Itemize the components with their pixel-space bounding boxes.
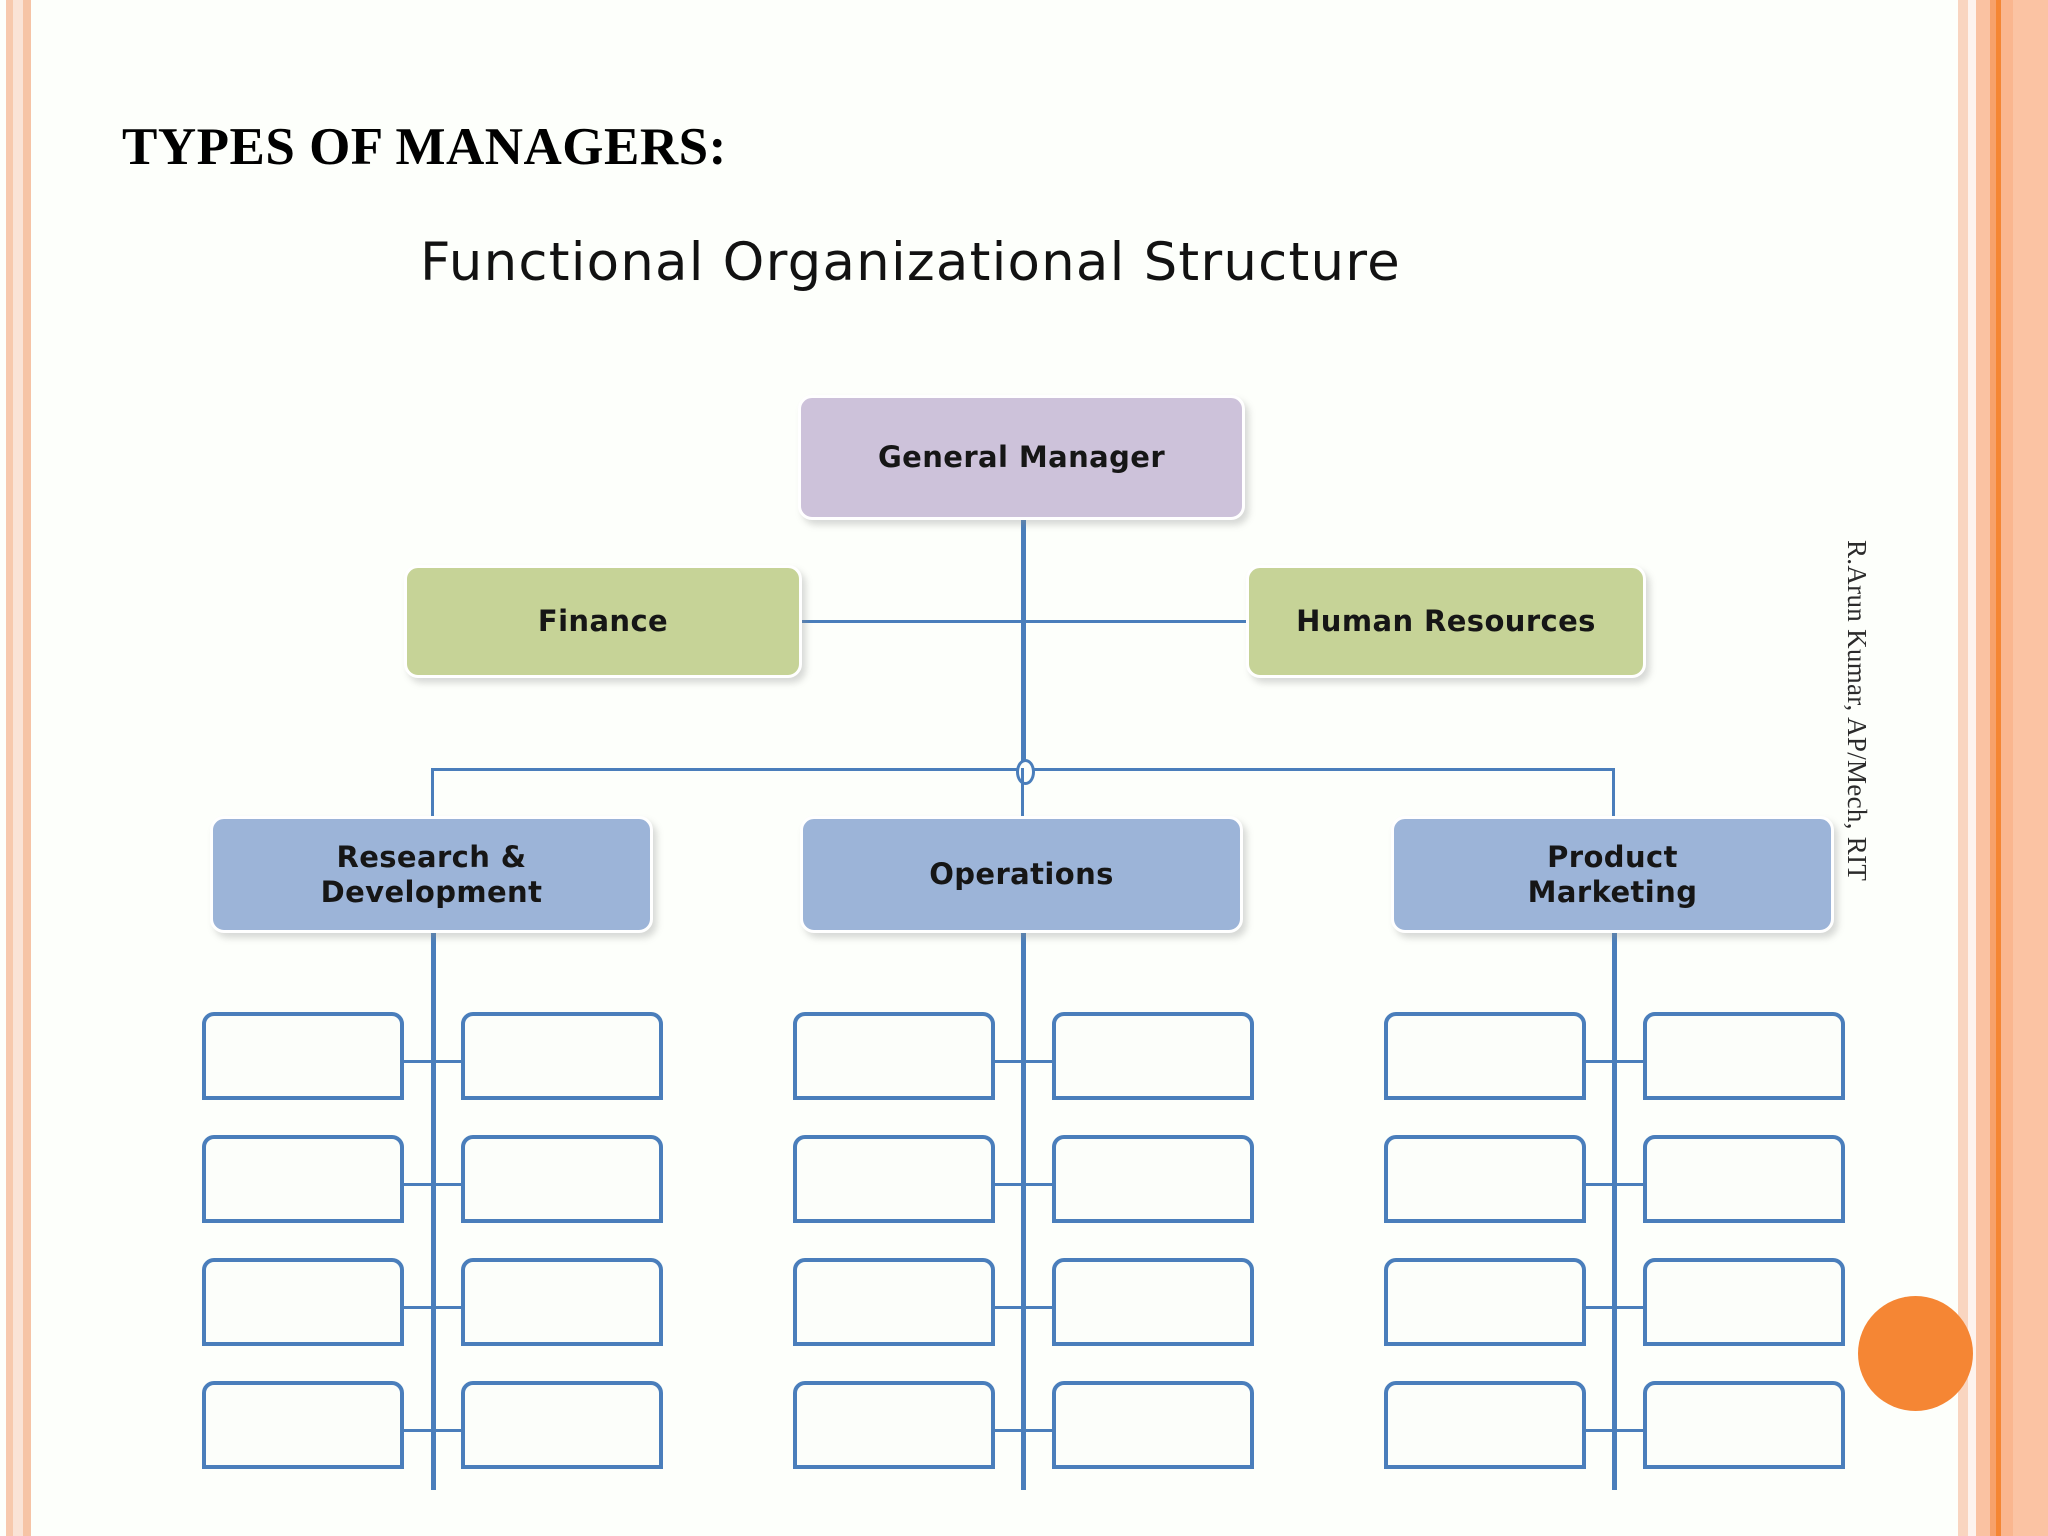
- leaf-box[interactable]: [202, 1381, 404, 1469]
- leaf-branch-ops-r1: [994, 1060, 1079, 1063]
- leaf-branch-ops-r2: [994, 1183, 1079, 1186]
- accent-circle: [1858, 1296, 1973, 1411]
- leaf-box[interactable]: [1052, 1258, 1254, 1346]
- leaf-box[interactable]: [793, 1258, 995, 1346]
- leaf-box[interactable]: [1643, 1381, 1845, 1469]
- leaf-branch-pm-r1: [1585, 1060, 1670, 1063]
- right-stripe-1: [1958, 0, 1968, 1536]
- node-human-resources-label: Human Resources: [1296, 604, 1596, 639]
- spine-ops: [1021, 930, 1026, 1490]
- leaf-box[interactable]: [1052, 1135, 1254, 1223]
- node-operations-label: Operations: [929, 857, 1114, 892]
- node-general-manager[interactable]: General Manager: [798, 395, 1245, 520]
- right-stripe-3: [1976, 0, 1990, 1536]
- spine-pm: [1612, 930, 1617, 1490]
- leaf-box[interactable]: [793, 1381, 995, 1469]
- leaf-box[interactable]: [1643, 1135, 1845, 1223]
- leaf-box[interactable]: [1643, 1258, 1845, 1346]
- right-stripe-2: [1968, 0, 1976, 1536]
- left-stripe-2: [13, 0, 23, 1536]
- node-product-marketing-line2: Marketing: [1527, 874, 1698, 909]
- leaf-box[interactable]: [202, 1258, 404, 1346]
- node-research-development-label: Research & Development: [321, 840, 543, 908]
- leaf-branch-rnd-r3: [404, 1306, 489, 1309]
- leaf-branch-rnd-r2: [404, 1183, 489, 1186]
- right-stripe-4: [1990, 0, 1996, 1536]
- leaf-box[interactable]: [202, 1012, 404, 1100]
- leaf-branch-pm-r2: [1585, 1183, 1670, 1186]
- leaf-box[interactable]: [461, 1135, 663, 1223]
- node-research-development-line1: Research &: [336, 840, 527, 875]
- leaf-box[interactable]: [1384, 1258, 1586, 1346]
- leaf-box[interactable]: [1643, 1012, 1845, 1100]
- node-finance[interactable]: Finance: [404, 565, 802, 678]
- node-general-manager-label: General Manager: [877, 440, 1166, 475]
- node-operations[interactable]: Operations: [800, 816, 1243, 933]
- left-stripe-1: [6, 0, 13, 1536]
- leaf-box[interactable]: [793, 1012, 995, 1100]
- connector-junction-node: [1016, 759, 1035, 785]
- node-research-development-line2: Development: [320, 874, 543, 909]
- left-stripe-3: [23, 0, 31, 1536]
- leaf-box[interactable]: [461, 1381, 663, 1469]
- connector-drop-pm: [1612, 768, 1615, 818]
- leaf-box[interactable]: [1052, 1381, 1254, 1469]
- node-product-marketing[interactable]: Product Marketing: [1391, 816, 1834, 933]
- node-product-marketing-label: Product Marketing: [1528, 840, 1698, 908]
- chart-title: Functional Organizational Structure: [420, 232, 1401, 293]
- connector-drop-ops: [1021, 768, 1024, 818]
- leaf-branch-ops-r3: [994, 1306, 1079, 1309]
- spine-rnd: [431, 930, 436, 1490]
- connector-gm-to-distribution: [1021, 600, 1026, 770]
- leaf-branch-pm-r3: [1585, 1306, 1670, 1309]
- leaf-box[interactable]: [1384, 1012, 1586, 1100]
- leaf-box[interactable]: [1384, 1381, 1586, 1469]
- leaf-box[interactable]: [461, 1258, 663, 1346]
- leaf-box[interactable]: [793, 1135, 995, 1223]
- leaf-box[interactable]: [1052, 1012, 1254, 1100]
- right-stripe-7: [2013, 0, 2048, 1536]
- leaf-branch-pm-r4: [1585, 1429, 1670, 1432]
- leaf-branch-ops-r4: [994, 1429, 1079, 1432]
- node-human-resources[interactable]: Human Resources: [1246, 565, 1646, 678]
- right-stripe-6: [2001, 0, 2013, 1536]
- node-research-development[interactable]: Research & Development: [210, 816, 653, 933]
- leaf-box[interactable]: [1384, 1135, 1586, 1223]
- leaf-box[interactable]: [461, 1012, 663, 1100]
- connector-gm-stem: [1021, 518, 1026, 600]
- connector-drop-rnd: [431, 768, 434, 818]
- right-stripe-5: [1996, 0, 2001, 1536]
- leaf-box[interactable]: [202, 1135, 404, 1223]
- node-finance-label: Finance: [537, 604, 669, 639]
- node-product-marketing-line1: Product: [1547, 840, 1678, 875]
- leaf-branch-rnd-r4: [404, 1429, 489, 1432]
- page-title: TYPES OF MANAGERS:: [122, 118, 727, 176]
- leaf-branch-rnd-r1: [404, 1060, 489, 1063]
